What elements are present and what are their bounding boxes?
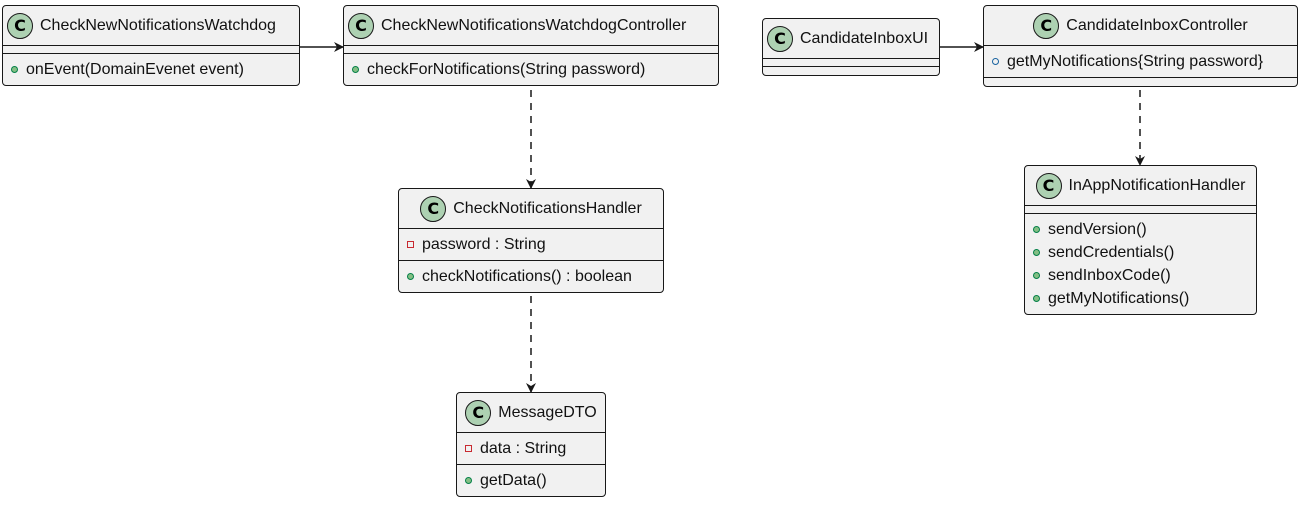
class-header: C CandidateInboxController (984, 6, 1297, 46)
method-label: checkForNotifications(String password) (367, 60, 646, 78)
class-candidate-inbox-ui[interactable]: C CandidateInboxUI (762, 18, 940, 76)
fields-section (3, 46, 299, 54)
method-item: getData() (465, 469, 597, 492)
class-stereotype-icon: C (767, 25, 793, 52)
class-check-new-notifications-watchdog[interactable]: C CheckNewNotificationsWatchdog onEvent(… (2, 5, 300, 86)
method-label: getMyNotifications() (1048, 289, 1190, 307)
fields-section: password : String (399, 229, 663, 261)
methods-section: sendVersion() sendCredentials() sendInbo… (1025, 214, 1256, 314)
class-stereotype-icon: C (348, 12, 374, 39)
fields-section (763, 59, 939, 67)
method-item: onEvent(DomainEvenet event) (11, 58, 291, 81)
class-candidate-inbox-controller[interactable]: C CandidateInboxController getMyNotifica… (983, 5, 1298, 87)
field-item: data : String (465, 437, 597, 460)
class-header: C CheckNewNotificationsWatchdogControlle… (344, 6, 718, 46)
class-header: C CheckNewNotificationsWatchdog (3, 6, 299, 46)
class-header: C MessageDTO (457, 393, 605, 433)
class-name: CandidateInboxUI (800, 29, 929, 47)
class-stereotype-icon: C (1035, 172, 1062, 199)
class-message-dto[interactable]: C MessageDTO data : String getData() (456, 392, 606, 497)
method-label: sendInboxCode() (1048, 266, 1171, 284)
method-item: sendCredentials() (1033, 241, 1248, 264)
public-visibility-icon (11, 66, 18, 73)
class-stereotype-icon: C (420, 195, 447, 222)
public-visibility-icon (1033, 295, 1040, 302)
methods-section: checkForNotifications(String password) (344, 54, 718, 85)
class-check-new-notifications-watchdog-controller[interactable]: C CheckNewNotificationsWatchdogControlle… (343, 5, 719, 86)
class-name: InAppNotificationHandler (1068, 176, 1246, 194)
class-check-notifications-handler[interactable]: C CheckNotificationsHandler password : S… (398, 188, 664, 293)
methods-section: getData() (457, 465, 605, 496)
public-visibility-icon (352, 66, 359, 73)
class-name: MessageDTO (498, 403, 597, 421)
fields-section (344, 46, 718, 54)
class-stereotype-icon: C (1033, 12, 1060, 39)
methods-section: checkNotifications() : boolean (399, 261, 663, 292)
class-name: CheckNewNotificationsWatchdog (40, 16, 276, 34)
field-item: password : String (407, 233, 655, 256)
class-name: CandidateInboxController (1066, 16, 1248, 34)
class-name: CheckNewNotificationsWatchdogController (381, 16, 687, 34)
field-label: password : String (422, 235, 546, 253)
public-visibility-icon (465, 477, 472, 484)
public-visibility-icon (1033, 272, 1040, 279)
method-item: checkNotifications() : boolean (407, 265, 655, 288)
method-label: onEvent(DomainEvenet event) (26, 60, 244, 78)
fields-section: getMyNotifications{String password} (984, 46, 1297, 78)
public-visibility-icon (1033, 249, 1040, 256)
class-name: CheckNotificationsHandler (453, 199, 642, 217)
method-label: checkNotifications() : boolean (422, 267, 632, 285)
method-label: getData() (480, 471, 547, 489)
methods-section: onEvent(DomainEvenet event) (3, 54, 299, 85)
class-inapp-notification-handler[interactable]: C InAppNotificationHandler sendVersion()… (1024, 165, 1257, 315)
method-item: getMyNotifications() (1033, 287, 1248, 310)
class-stereotype-icon: C (465, 399, 492, 426)
private-visibility-icon (465, 445, 472, 452)
method-item: sendInboxCode() (1033, 264, 1248, 287)
fields-section (1025, 206, 1256, 214)
class-header: C CandidateInboxUI (763, 19, 939, 59)
public-visibility-icon (407, 273, 414, 280)
method-item: sendVersion() (1033, 218, 1248, 241)
method-item: checkForNotifications(String password) (352, 58, 710, 81)
private-visibility-icon (407, 241, 414, 248)
class-stereotype-icon: C (7, 12, 33, 39)
package-visibility-icon (992, 58, 999, 65)
field-item: getMyNotifications{String password} (992, 50, 1289, 73)
class-header: C InAppNotificationHandler (1025, 166, 1256, 206)
fields-section: data : String (457, 433, 605, 465)
method-label: sendVersion() (1048, 220, 1147, 238)
class-header: C CheckNotificationsHandler (399, 189, 663, 229)
method-label: sendCredentials() (1048, 243, 1175, 261)
field-label: data : String (480, 439, 567, 457)
methods-section (763, 67, 939, 75)
methods-section (984, 78, 1297, 86)
public-visibility-icon (1033, 226, 1040, 233)
field-label: getMyNotifications{String password} (1007, 52, 1264, 70)
